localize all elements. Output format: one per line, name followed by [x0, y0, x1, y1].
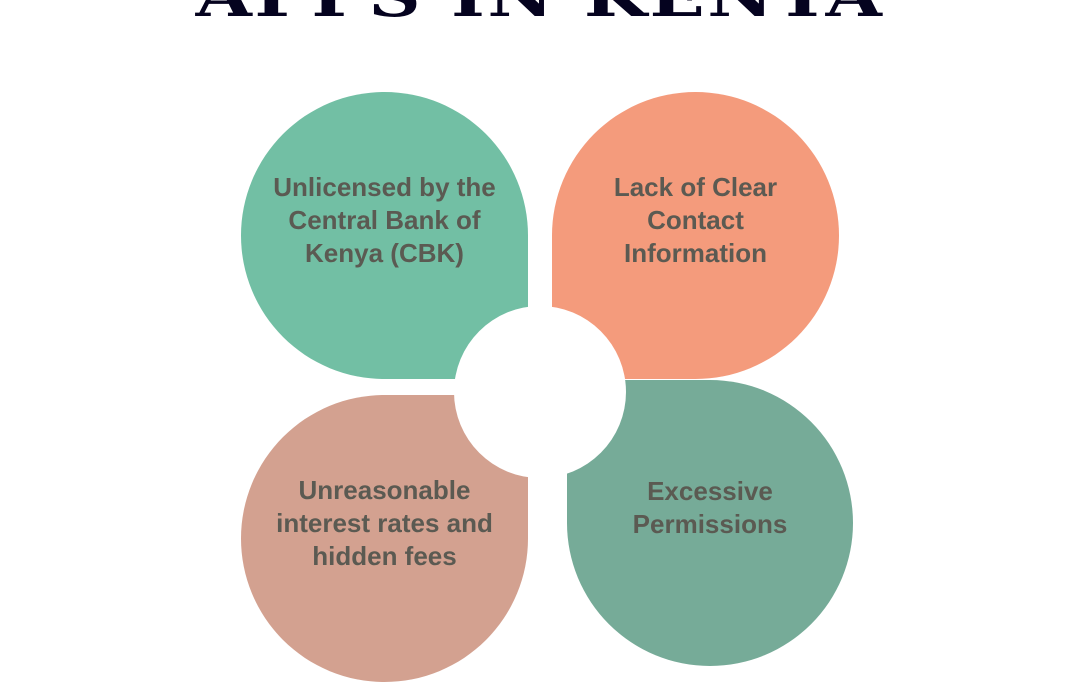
warning-sign-permissions: Excessive Permissions — [567, 380, 853, 666]
petal-label: Lack of Clear Contact Information — [613, 172, 778, 268]
warning-sign-unlicensed: Unlicensed by the Central Bank of Kenya … — [241, 92, 528, 379]
page-title: APPS IN KENYA — [0, 0, 1080, 30]
petal-label: Unreasonable interest rates and hidden f… — [276, 475, 493, 571]
center-hub-circle — [454, 306, 626, 478]
petal-label: Excessive Permissions — [632, 476, 788, 539]
petal-label: Unlicensed by the Central Bank of Kenya … — [273, 172, 496, 268]
